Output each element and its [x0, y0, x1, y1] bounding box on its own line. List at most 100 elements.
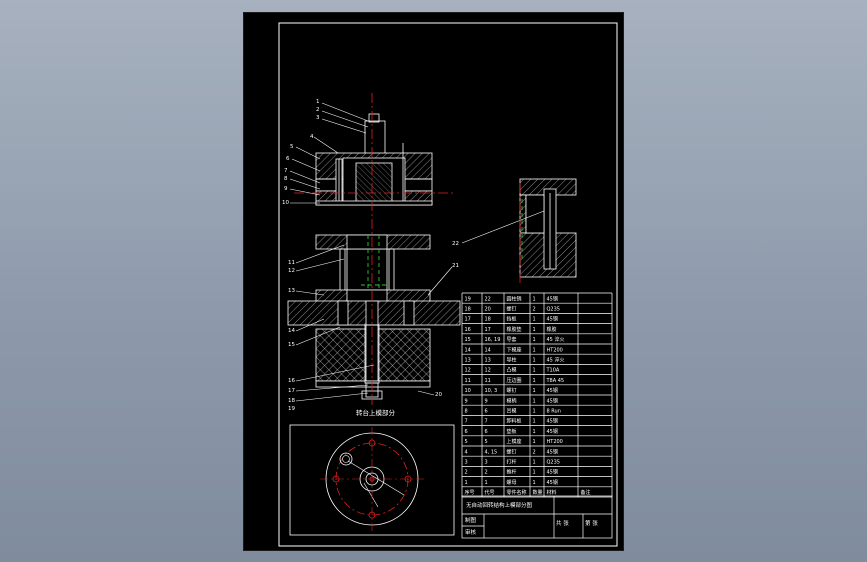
bom-cell: 8 Run — [547, 409, 561, 415]
bom-cell: 22 — [485, 296, 491, 302]
inner-frame — [278, 22, 618, 547]
bom-cell: 10 — [465, 388, 471, 394]
bom-cell: 12 — [485, 368, 491, 374]
bom-cell: 1 — [533, 439, 536, 445]
callout-1: 1 — [316, 99, 320, 105]
drawing-title: 无自动回转结构上模部分图 — [466, 501, 533, 509]
stop-plate — [315, 380, 431, 388]
bom-cell: 下模座 — [507, 346, 522, 353]
bom-cell: 45钢 — [547, 397, 558, 404]
bom-cell: 45钢 — [547, 469, 558, 476]
bom-cell: 2 — [485, 470, 488, 476]
drawn-label: 制图 — [465, 516, 477, 524]
bom-cell: 3 — [485, 460, 488, 466]
callout-7: 7 — [284, 168, 288, 174]
bom-cell: 1 — [533, 419, 536, 425]
bom-cell: 11 — [485, 378, 491, 384]
bom-cell: 16, 19 — [485, 337, 501, 343]
bom-cell: 11 — [465, 378, 471, 384]
bom-cell: 螺母 — [507, 479, 517, 486]
bom-cell: 1 — [533, 480, 536, 486]
bom-cell: 1 — [465, 480, 468, 486]
bom-cell: 导柱 — [507, 357, 517, 364]
callout-16: 16 — [288, 378, 295, 384]
bom-cell: T10A — [546, 368, 560, 374]
bom-cell: HT200 — [547, 439, 563, 445]
bom-cell: 7 — [485, 419, 488, 425]
cad-drawing: 1 2 3 4 5 6 7 8 9 10 11 12 13 14 15 16 1… — [278, 22, 618, 547]
checked-label: 审核 — [465, 528, 477, 536]
bom-cell: 7 — [465, 419, 468, 425]
bom-cell: 17 — [465, 317, 471, 323]
plan-view-frame — [289, 424, 455, 536]
bom-cell: 5 — [485, 439, 488, 445]
bom-cell: HT200 — [547, 347, 563, 353]
bom-cell: 15 — [465, 337, 471, 343]
bom-cell: 9 — [465, 398, 468, 404]
bom-cell: 3 — [465, 460, 468, 466]
bom-header-cell: 序号 — [465, 489, 475, 496]
callout-4: 4 — [310, 134, 314, 140]
bom-cell: 1 — [533, 409, 536, 415]
plan-view — [320, 427, 424, 533]
bom-cell: 6 — [485, 409, 488, 415]
page-label: 第 张 — [585, 519, 598, 527]
bom-cell: 45钢 — [547, 295, 558, 302]
bom-cell: T8A 45 — [546, 378, 565, 384]
bom-cell: 2 — [465, 470, 468, 476]
bom-cell: 1 — [533, 347, 536, 353]
bom-header-cell: 代号 — [485, 489, 495, 496]
bom-cell: 10, 3 — [485, 388, 498, 394]
center-lines — [294, 93, 454, 405]
hidden-lines — [361, 235, 387, 289]
bom-cell: 12 — [465, 368, 471, 374]
shank — [364, 120, 386, 158]
bom-cell: 推杆 — [507, 469, 517, 476]
section-label: 转台上模部分 — [356, 408, 396, 417]
bom-cell: 圆柱销 — [507, 295, 522, 302]
bom-cell: 压边圈 — [507, 377, 522, 384]
detail-view — [519, 178, 577, 278]
callout-5: 5 — [290, 144, 294, 150]
bom-cell: 导套 — [507, 336, 517, 343]
bom-header-cell: 材料 — [547, 489, 557, 496]
bom-cell: 螺钉 — [507, 387, 517, 394]
callout-6: 6 — [286, 156, 290, 162]
bom-cell: 1 — [533, 429, 536, 435]
detail-leader — [461, 210, 545, 244]
bom-cell: 45钢 — [547, 316, 558, 323]
shank-tip — [368, 113, 380, 123]
leader-lines — [289, 102, 453, 402]
bom-cell: 45钢 — [547, 448, 558, 455]
callout-9: 9 — [284, 186, 288, 192]
bom-cell: 14 — [465, 347, 471, 353]
callout-8: 8 — [284, 176, 288, 182]
bom-cell: 18 — [485, 317, 491, 323]
bom-cell: 1 — [533, 368, 536, 374]
callout-2: 2 — [316, 107, 320, 113]
callout-11: 11 — [288, 260, 295, 266]
bom-cell: 2 — [533, 449, 536, 455]
bom-cell: 1 — [533, 337, 536, 343]
bom-cell: 打杆 — [507, 459, 517, 466]
callout-20: 20 — [435, 392, 442, 398]
bom-cell: 5 — [465, 439, 468, 445]
bom-cell: 17 — [485, 327, 491, 333]
bom-cell: 橡胶 — [547, 326, 557, 333]
upper-die-assembly — [315, 113, 433, 206]
bom-cell: 14 — [485, 347, 491, 353]
bom-cell: 螺钉 — [507, 306, 517, 313]
bom-cell: 1 — [533, 358, 536, 364]
drawing-sheet: 1 2 3 4 5 6 7 8 9 10 11 12 13 14 15 16 1… — [244, 13, 623, 550]
bom-cell: 13 — [465, 358, 471, 364]
bom-cell: 垫板 — [507, 428, 517, 435]
sheets-label: 共 张 — [556, 519, 569, 527]
bom-cell: Q235 — [547, 307, 560, 313]
bom-header-cell: 零件名称 — [507, 489, 527, 496]
bom-cell: 45 淬火 — [547, 357, 565, 364]
callout-15: 15 — [288, 342, 295, 348]
bom-cell: Q235 — [547, 460, 560, 466]
bom-cell: 凹模 — [507, 408, 517, 415]
bom-cell: 1 — [533, 378, 536, 384]
